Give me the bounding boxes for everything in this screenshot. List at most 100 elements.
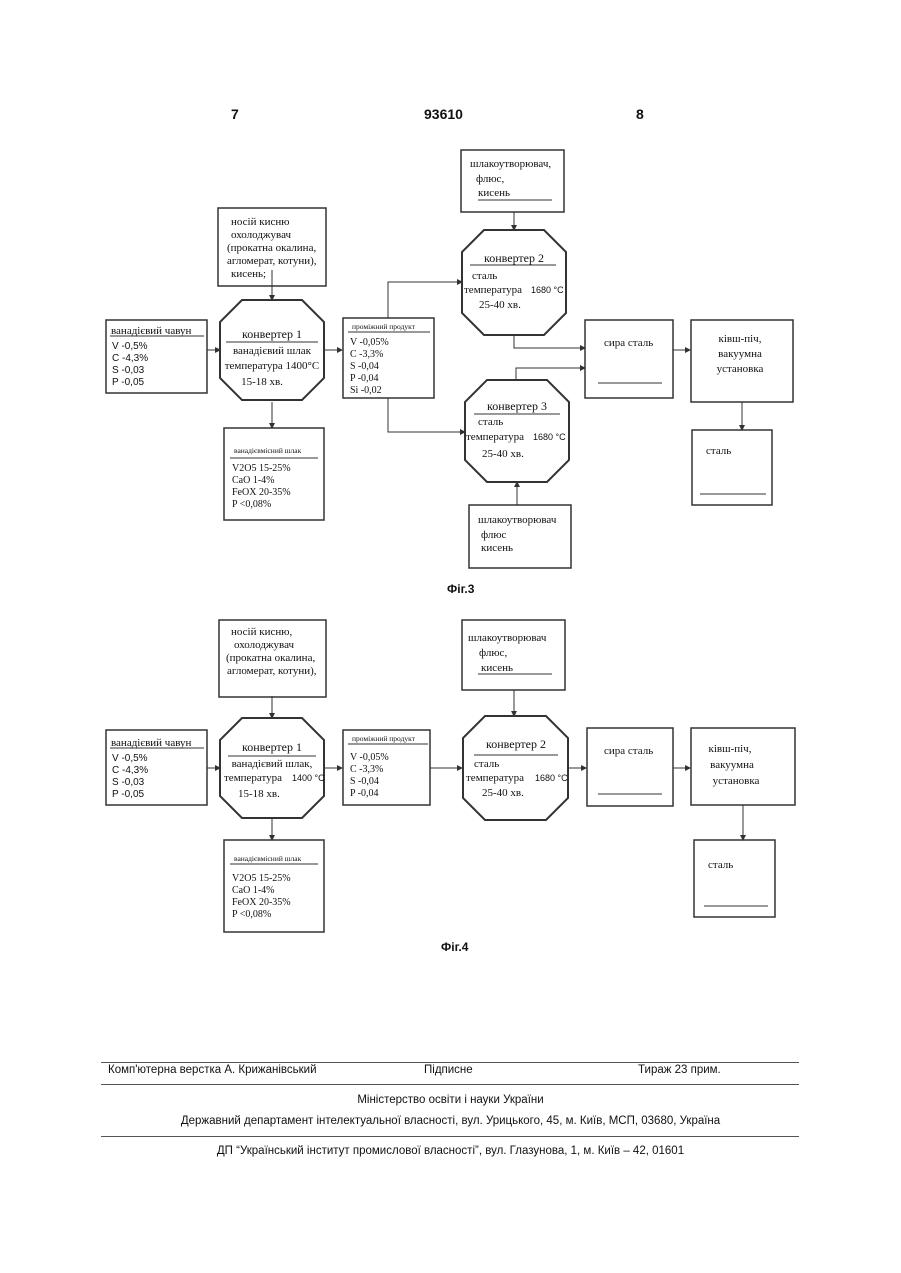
- composition-line: P <0,08%: [232, 909, 271, 920]
- ladle-line: вакуумна: [718, 348, 762, 360]
- composition-line: V -0,05%: [350, 337, 389, 348]
- vanadium-iron-title: ванадієвий чавун: [111, 737, 192, 749]
- converter-title: конвертер 2: [484, 251, 544, 265]
- oxygen-carrier-line: носій кисню,: [231, 626, 292, 638]
- raw-steel-box: сира сталь: [604, 745, 653, 757]
- composition-line: S -0,04: [350, 776, 379, 787]
- oxygen-carrier-box: носій кисню, охолоджувач (прокатна окали…: [226, 626, 317, 677]
- flux-top-box: шлакоутворювач, флюс, кисень: [470, 158, 551, 199]
- circulation-label: Тираж 23 прим.: [638, 1064, 721, 1076]
- ladle-furnace-box: ківш-піч, вакуумна установка: [709, 743, 760, 787]
- flux-line: шлакоутворювач: [468, 632, 547, 644]
- converter-line: 1680 °C: [535, 773, 568, 783]
- page-number-right: 8: [636, 106, 644, 122]
- institute-line: ДП “Український інститут промислової вла…: [0, 1145, 901, 1157]
- vanadium-iron-title: ванадієвий чавун: [111, 325, 192, 337]
- patent-number: 93610: [424, 106, 463, 122]
- converter-line: 25-40 хв.: [482, 448, 524, 460]
- converter-1: конвертер 1 ванадієвий шлак температура …: [225, 327, 320, 388]
- composition-line: S -0,03: [112, 777, 145, 788]
- converter-line: температура 1400°C: [225, 360, 320, 372]
- vanadium-iron-box: ванадієвий чавун V -0,5% C -4,3% S -0,03…: [111, 325, 192, 388]
- composition-line: C -3,3%: [350, 764, 383, 775]
- flux-top-box: шлакоутворювач флюс, кисень: [468, 632, 547, 674]
- converter-line: 15-18 хв.: [238, 788, 280, 800]
- oxygen-carrier-line: охолоджувач: [234, 639, 295, 651]
- converter-line: температура: [224, 772, 282, 784]
- ladle-line: вакуумна: [710, 759, 754, 771]
- flux-line: кисень: [481, 542, 513, 554]
- composition-line: P -0,04: [350, 373, 379, 384]
- composition-line: C -4,3%: [112, 353, 148, 364]
- figure-3-caption: Фіг.3: [447, 582, 474, 596]
- flux-bottom-box: шлакоутворювач флюс кисень: [478, 514, 557, 554]
- converter-line: сталь: [474, 758, 499, 770]
- slag-title: ванадієвмісний шлак: [234, 446, 302, 455]
- converter-title: конвертер 1: [242, 327, 302, 341]
- composition-line: V -0,05%: [350, 752, 389, 763]
- footer-rule: [101, 1136, 799, 1137]
- composition-line: S -0,03: [112, 365, 145, 376]
- ministry-line: Міністерство освіти і науки України: [0, 1094, 901, 1106]
- intermediate-title: проміжний продукт: [352, 734, 416, 743]
- composition-line: P -0,04: [350, 788, 379, 799]
- vanadium-slag-box: ванадієвмісний шлак V2O5 15-25% CaO 1-4%…: [232, 446, 302, 510]
- composition-line: V2O5 15-25%: [232, 463, 291, 474]
- flux-line: кисень: [478, 187, 510, 199]
- converter-line: сталь: [478, 416, 503, 428]
- intermediate-product-box: проміжний продукт V -0,05% C -3,3% S -0,…: [350, 322, 416, 396]
- composition-line: C -3,3%: [350, 349, 383, 360]
- figure-3-diagram: носій кисню охолоджувач (прокатна окалин…: [0, 140, 901, 580]
- converter-line: 15-18 хв.: [241, 376, 283, 388]
- page-number-left: 7: [231, 106, 239, 122]
- composition-line: P -0,05: [112, 377, 144, 388]
- composition-line: Si -0,02: [350, 385, 382, 396]
- oxygen-carrier-line: (прокатна окалина,: [226, 652, 315, 664]
- raw-steel-box: сира сталь: [604, 337, 653, 349]
- slag-title: ванадієвмісний шлак: [234, 854, 302, 863]
- converter-line: ванадієвий шлак,: [232, 758, 313, 770]
- converter-line: 1400 °C: [292, 773, 325, 783]
- converter-line: 1680 °C: [533, 432, 566, 442]
- converter-1: конвертер 1 ванадієвий шлак, температура…: [224, 740, 325, 800]
- flux-line: шлакоутворювач: [478, 514, 557, 526]
- intermediate-title: проміжний продукт: [352, 322, 416, 331]
- composition-line: FeOX 20-35%: [232, 897, 291, 908]
- oxygen-carrier-line: агломерат, котуни),: [227, 665, 317, 677]
- converter-line: 25-40 хв.: [482, 787, 524, 799]
- flux-line: флюс: [481, 529, 507, 541]
- oxygen-carrier-line: охолоджувач: [231, 229, 292, 241]
- composition-line: V2O5 15-25%: [232, 873, 291, 884]
- ladle-line: ківш-піч,: [719, 333, 762, 345]
- converter-line: температура: [466, 431, 524, 443]
- ladle-line: установка: [713, 775, 760, 787]
- converter-line: ванадієвий шлак: [233, 345, 312, 357]
- converter-2: конвертер 2 сталь температура 1680 °C 25…: [466, 737, 568, 799]
- composition-line: P <0,08%: [232, 499, 271, 510]
- flux-line: флюс,: [476, 173, 504, 185]
- flux-line: кисень: [481, 662, 513, 674]
- footer-rule: [101, 1084, 799, 1085]
- composition-line: CaO 1-4%: [232, 885, 275, 896]
- converter-2: конвертер 2 сталь температура 1680 °C 25…: [464, 251, 564, 311]
- oxygen-carrier-line: агломерат, котуни),: [227, 255, 317, 267]
- converter-line: 25-40 хв.: [479, 299, 521, 311]
- vanadium-iron-box: ванадієвий чавун V -0,5% C -4,3% S -0,03…: [111, 737, 192, 800]
- signed-label: Підписне: [424, 1064, 473, 1076]
- flux-line: шлакоутворювач,: [470, 158, 551, 170]
- converter-3: конвертер 3 сталь температура 1680 °C 25…: [466, 399, 566, 460]
- figure-4-diagram: носій кисню, охолоджувач (прокатна окали…: [0, 612, 901, 942]
- composition-line: V -0,5%: [112, 341, 148, 352]
- composition-line: C -4,3%: [112, 765, 148, 776]
- department-line: Державний департамент інтелектуальної вл…: [0, 1115, 901, 1127]
- composition-line: S -0,04: [350, 361, 379, 372]
- converter-title: конвертер 3: [487, 399, 547, 413]
- converter-line: температура: [464, 284, 522, 296]
- converter-line: сталь: [472, 270, 497, 282]
- flux-line: флюс,: [479, 647, 507, 659]
- ladle-furnace-box: ківш-піч, вакуумна установка: [717, 333, 764, 375]
- composition-line: V -0,5%: [112, 753, 148, 764]
- converter-line: температура: [466, 772, 524, 784]
- composition-line: CaO 1-4%: [232, 475, 275, 486]
- oxygen-carrier-line: (прокатна окалина,: [227, 242, 316, 254]
